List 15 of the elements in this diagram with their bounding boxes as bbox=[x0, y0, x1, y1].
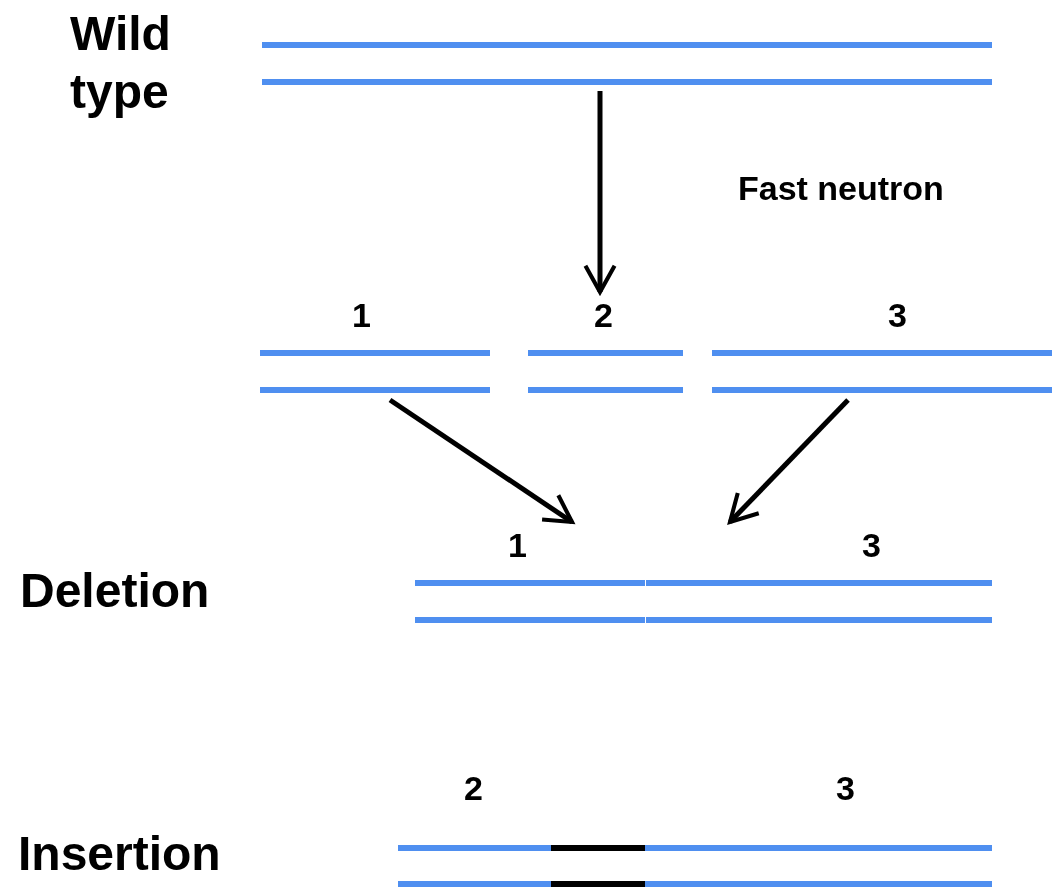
arrow bbox=[727, 398, 850, 525]
fragment-number: 3 bbox=[888, 295, 907, 335]
edge-label: Fast neutron bbox=[738, 168, 944, 208]
fragment-number: 1 bbox=[508, 525, 527, 565]
fragment-number: 3 bbox=[862, 525, 881, 565]
arrow bbox=[388, 397, 575, 525]
row-label: Wild type bbox=[70, 6, 172, 120]
row-label: Insertion bbox=[18, 826, 222, 882]
arrow bbox=[583, 91, 617, 295]
fragment-number: 1 bbox=[352, 295, 371, 335]
fragment-number: 3 bbox=[836, 768, 855, 808]
fragment-number: 2 bbox=[464, 768, 483, 808]
fragment-number: 2 bbox=[594, 295, 613, 335]
dna-double-strand bbox=[262, 40, 992, 88]
row-label: Deletion bbox=[20, 563, 211, 619]
